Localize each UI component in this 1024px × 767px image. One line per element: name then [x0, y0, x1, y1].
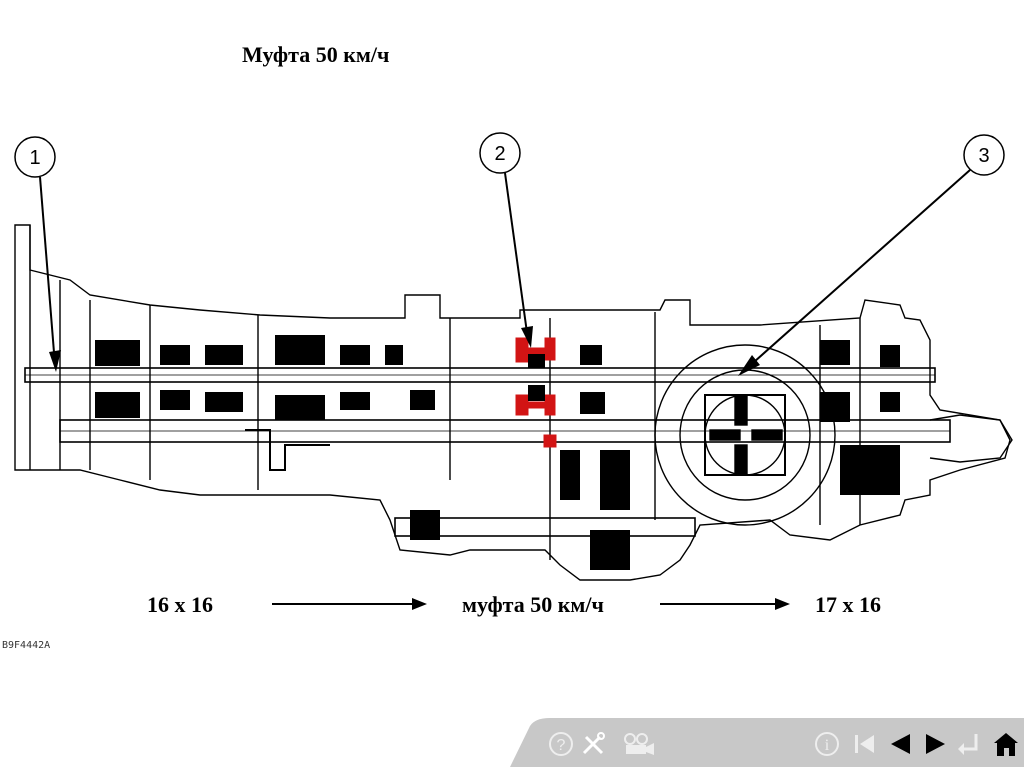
callout-3-number: 3: [978, 145, 989, 167]
oil-pipe: [245, 429, 330, 471]
tools-icon[interactable]: [580, 731, 606, 757]
slide-title: Муфта 50 км/ч: [242, 42, 390, 67]
highlighted-clutch: [515, 337, 557, 448]
callout-3: 3: [738, 134, 1005, 376]
clutch-hub: [528, 354, 545, 401]
figure-code: B9F4442A: [2, 640, 51, 651]
output-flange: [929, 414, 1013, 463]
flow-end-label: 17 х 16: [815, 592, 881, 617]
callout-2-number: 2: [494, 143, 505, 165]
differential: [654, 344, 836, 526]
presentation-toolbar: [510, 718, 1024, 767]
camera-icon[interactable]: [622, 731, 656, 757]
callout-1-number: 1: [29, 147, 40, 169]
callout-1: 1: [14, 136, 61, 372]
flow-start-label: 16 х 16: [147, 592, 213, 617]
prev-slide-icon[interactable]: [888, 731, 914, 757]
flow-arrow-2: [660, 598, 790, 610]
gear-sets: [95, 335, 900, 570]
svg-text:i: i: [825, 737, 830, 754]
svg-text:?: ?: [557, 737, 566, 754]
next-slide-icon[interactable]: [922, 731, 948, 757]
help-icon[interactable]: ?: [548, 731, 574, 757]
callout-2: 2: [479, 132, 533, 348]
return-icon[interactable]: [956, 731, 982, 757]
info-icon[interactable]: i: [814, 731, 840, 757]
home-icon[interactable]: [992, 731, 1020, 757]
flow-arrow-1: [272, 598, 427, 610]
flow-middle-label: муфта 50 км/ч: [462, 592, 604, 617]
main-shafts: [24, 367, 951, 537]
first-slide-icon[interactable]: [852, 731, 878, 757]
